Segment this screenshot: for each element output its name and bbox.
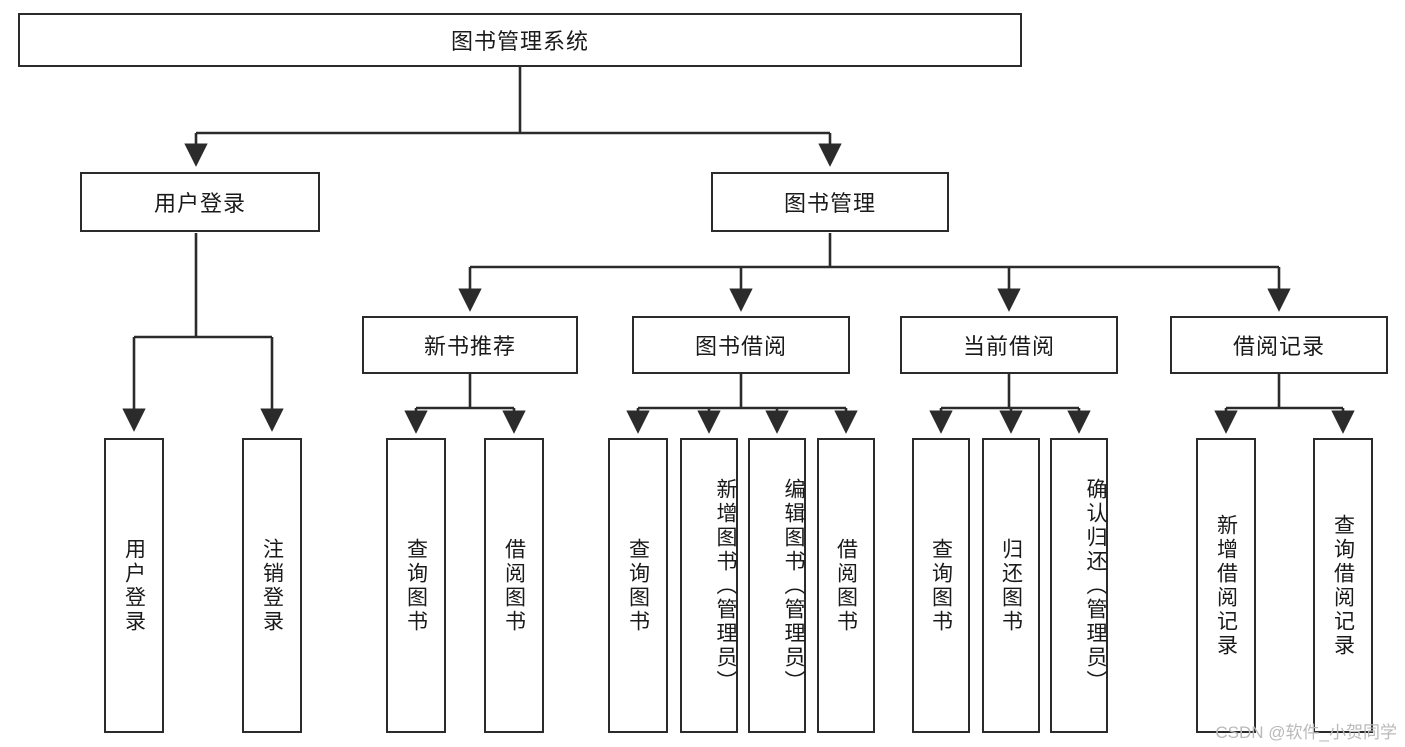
node-label: 查询借阅记录 — [1331, 513, 1355, 658]
node-label: 归还图书 — [999, 537, 1023, 634]
node-label: 查询图书 — [929, 537, 953, 634]
node-label: 借阅图书 — [834, 537, 858, 634]
node-user-login[interactable]: 用户登录 — [80, 172, 320, 232]
leaf-return-book[interactable]: 归还图书 — [982, 438, 1040, 733]
leaf-query-borrow-record[interactable]: 查询借阅记录 — [1313, 438, 1373, 733]
node-label: 确认归还（管理员） — [1084, 477, 1107, 694]
node-label: 图书借阅 — [694, 334, 787, 359]
leaf-edit-book-admin[interactable]: 编辑图书（管理员） — [748, 438, 806, 733]
node-book-management-system[interactable]: 图书管理系统 — [18, 13, 1022, 67]
node-label: 借阅图书 — [502, 537, 526, 634]
node-label: 当前借阅 — [962, 334, 1055, 359]
node-new-book-recommend[interactable]: 新书推荐 — [362, 316, 578, 374]
node-label: 借阅记录 — [1232, 334, 1325, 359]
node-label: 查询图书 — [404, 537, 428, 634]
node-label: 新增借阅记录 — [1214, 513, 1238, 658]
node-label: 注销登录 — [260, 537, 284, 634]
node-label: 新书推荐 — [423, 334, 516, 359]
leaf-query-book-new[interactable]: 查询图书 — [386, 438, 446, 733]
node-book-borrow[interactable]: 图书借阅 — [632, 316, 850, 374]
leaf-add-book-admin[interactable]: 新增图书（管理员） — [680, 438, 738, 733]
node-label: 用户登录 — [122, 537, 146, 634]
node-label: 图书管理 — [783, 191, 876, 216]
leaf-user-login[interactable]: 用户登录 — [104, 438, 164, 733]
leaf-confirm-return-admin[interactable]: 确认归还（管理员） — [1050, 438, 1108, 733]
node-current-borrow[interactable]: 当前借阅 — [900, 316, 1118, 374]
leaf-query-book-current[interactable]: 查询图书 — [912, 438, 970, 733]
leaf-borrow-book-new[interactable]: 借阅图书 — [484, 438, 544, 733]
leaf-query-book-borrow[interactable]: 查询图书 — [608, 438, 668, 733]
leaf-borrow-book-borrow[interactable]: 借阅图书 — [817, 438, 875, 733]
node-label: 查询图书 — [626, 537, 650, 634]
node-book-management[interactable]: 图书管理 — [711, 172, 949, 232]
leaf-logout-login[interactable]: 注销登录 — [242, 438, 302, 733]
node-label: 图书管理系统 — [450, 29, 589, 54]
node-borrow-record[interactable]: 借阅记录 — [1170, 316, 1388, 374]
node-label: 编辑图书（管理员） — [782, 477, 805, 694]
node-label: 用户登录 — [153, 191, 246, 216]
node-label: 新增图书（管理员） — [714, 477, 737, 694]
leaf-add-borrow-record[interactable]: 新增借阅记录 — [1196, 438, 1256, 733]
